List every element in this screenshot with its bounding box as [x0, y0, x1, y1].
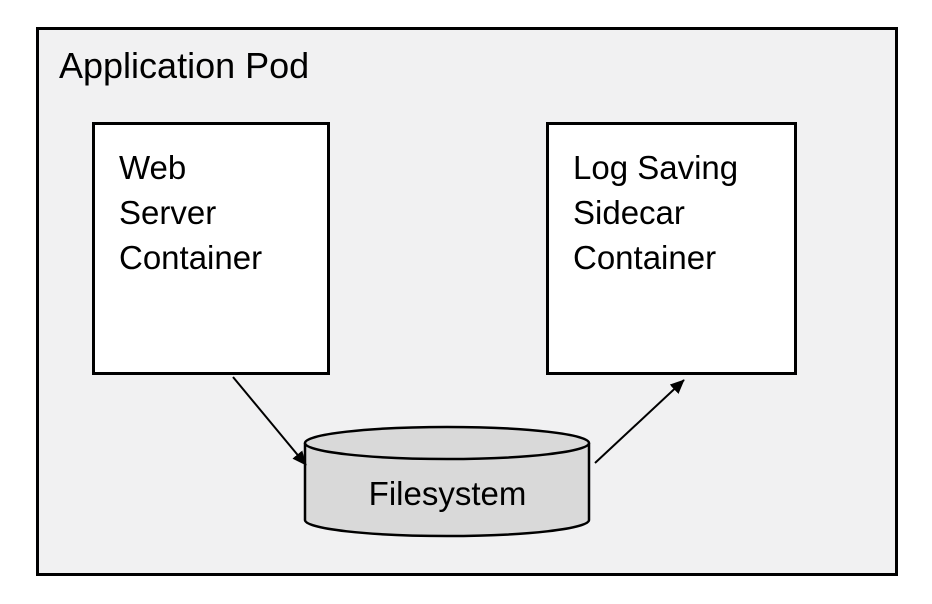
- log-saving-sidecar-container-label: Log Saving Sidecar Container: [573, 149, 739, 276]
- node-log-saving-sidecar-container: Log Saving Sidecar Container: [546, 122, 797, 375]
- pod-title: Application Pod: [59, 45, 310, 86]
- web-server-container-label: Web Server Container: [119, 149, 263, 276]
- filesystem-label: Filesystem: [368, 475, 527, 512]
- node-web-server-container: Web Server Container: [92, 122, 330, 375]
